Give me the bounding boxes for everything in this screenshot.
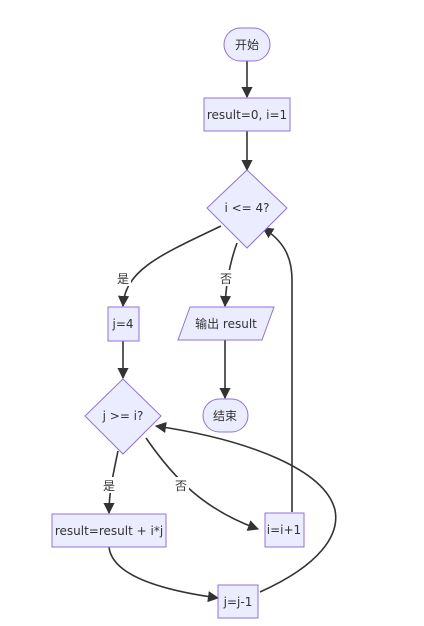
node-init-label: result=0, i=1 — [207, 108, 287, 122]
node-j-init[interactable]: j=4 — [107, 306, 140, 342]
node-inc-i[interactable]: i=i+1 — [264, 512, 305, 548]
nodes: 开始 result=0, i=1 i <= 4? j=4 输出 result 结… — [51, 27, 305, 619]
node-start-label: 开始 — [235, 38, 259, 52]
edge-label-cond-j-no: 否 — [175, 479, 187, 493]
edge-dec-j-to-cond-j — [154, 421, 337, 593]
node-cond-j-label: j >= i? — [102, 409, 144, 423]
edge-label-cond-i-yes: 是 — [117, 272, 129, 286]
node-cond-i[interactable]: i <= 4? — [206, 169, 288, 249]
node-accumulate-label: result=result + i*j — [55, 524, 163, 538]
edge-cond-i-to-j-init — [117, 225, 222, 308]
node-start[interactable]: 开始 — [223, 27, 271, 62]
node-output-label: 输出 result — [195, 316, 257, 331]
node-cond-j[interactable]: j >= i? — [84, 378, 162, 455]
node-cond-i-label: i <= 4? — [224, 201, 269, 215]
node-init[interactable]: result=0, i=1 — [203, 97, 291, 132]
node-dec-j-label: j=j-1 — [223, 595, 253, 609]
edge-label-cond-i-no: 否 — [220, 272, 232, 286]
node-end[interactable]: 结束 — [202, 398, 249, 433]
edge-cond-j-to-inc-i — [145, 437, 260, 531]
node-output[interactable]: 输出 result — [177, 306, 275, 341]
node-inc-i-label: i=i+1 — [267, 523, 301, 537]
node-dec-j[interactable]: j=j-1 — [217, 584, 259, 619]
node-end-label: 结束 — [213, 409, 237, 423]
node-j-init-label: j=4 — [111, 317, 133, 331]
edge-inc-i-to-cond-i — [262, 227, 293, 512]
edge-labels: 是 否 是 否 — [101, 270, 234, 493]
edges — [103, 61, 337, 603]
edge-label-cond-j-yes: 是 — [103, 479, 115, 493]
edge-accumulate-to-dec-j — [108, 546, 220, 603]
node-accumulate[interactable]: result=result + i*j — [51, 513, 167, 548]
